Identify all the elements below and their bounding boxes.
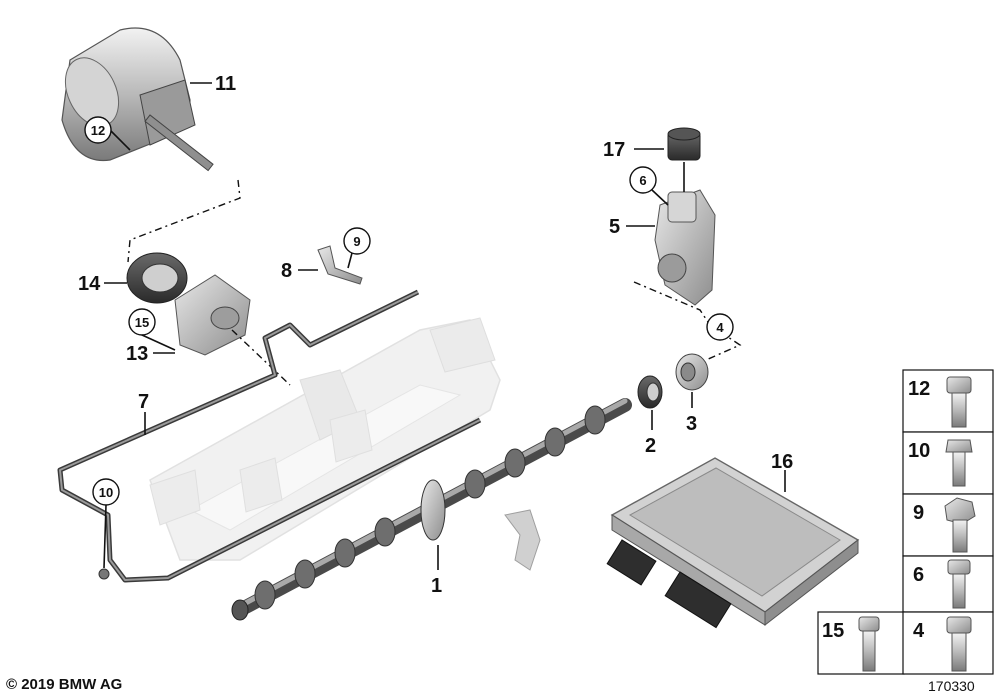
callout-6-circle — [629, 166, 657, 194]
sensor-wheel-part-3 — [675, 353, 709, 391]
callout-1: 1 — [431, 575, 442, 597]
legend-item-4: 4 — [913, 620, 925, 642]
control-unit-part-16 — [606, 457, 860, 629]
callout-5: 5 — [609, 216, 620, 238]
image-id: 170330 — [928, 678, 975, 694]
callout-9-circle — [343, 227, 371, 255]
camshaft-carrier-ghost — [149, 317, 501, 561]
actuator-motor-part-11 — [61, 27, 214, 172]
callout-10: 10 — [99, 485, 113, 500]
callout-11: 11 — [215, 73, 236, 95]
sealing-ring-part-14 — [126, 252, 188, 304]
copyright-text: © 2019 BMW AG — [6, 676, 123, 693]
callout-2: 2 — [645, 435, 656, 457]
callout-7: 7 — [138, 391, 149, 413]
camshaft-part-1 — [231, 398, 632, 621]
callout-12: 12 — [91, 123, 105, 138]
oil-line-part-7 — [57, 289, 482, 583]
legend-item-15: 15 — [822, 620, 844, 642]
cap-part-17 — [667, 127, 701, 161]
callout-12-circle — [84, 116, 112, 144]
bolt-icon-15 — [858, 616, 880, 672]
bolt-icon-10 — [945, 439, 973, 487]
callout-3: 3 — [686, 413, 697, 435]
bolt-icon-9 — [944, 497, 976, 553]
callout-4-circle — [706, 313, 734, 341]
callout-16: 16 — [771, 451, 793, 473]
bolt-icon-6 — [947, 559, 971, 609]
legend-item-12: 12 — [908, 378, 930, 400]
callout-13: 13 — [126, 343, 148, 365]
callout-6: 6 — [639, 173, 646, 188]
callout-4: 4 — [716, 320, 724, 335]
legend-item-9: 9 — [913, 502, 924, 524]
callout-8: 8 — [281, 260, 292, 282]
legend-item-6: 6 — [913, 564, 924, 586]
callout-9: 9 — [353, 234, 360, 249]
legend-item-10: 10 — [908, 440, 930, 462]
bolt-icon-12 — [946, 376, 972, 428]
seal-part-2 — [637, 375, 663, 409]
bracket-part-8 — [317, 245, 363, 285]
small-bracket — [504, 509, 541, 571]
callout-14: 14 — [78, 273, 101, 295]
callout-15: 15 — [135, 315, 149, 330]
bolt-icon-4 — [946, 616, 972, 672]
callout-17: 17 — [603, 139, 625, 161]
housing-part-13 — [174, 274, 251, 356]
sensor-housing-part-5 — [654, 189, 716, 306]
